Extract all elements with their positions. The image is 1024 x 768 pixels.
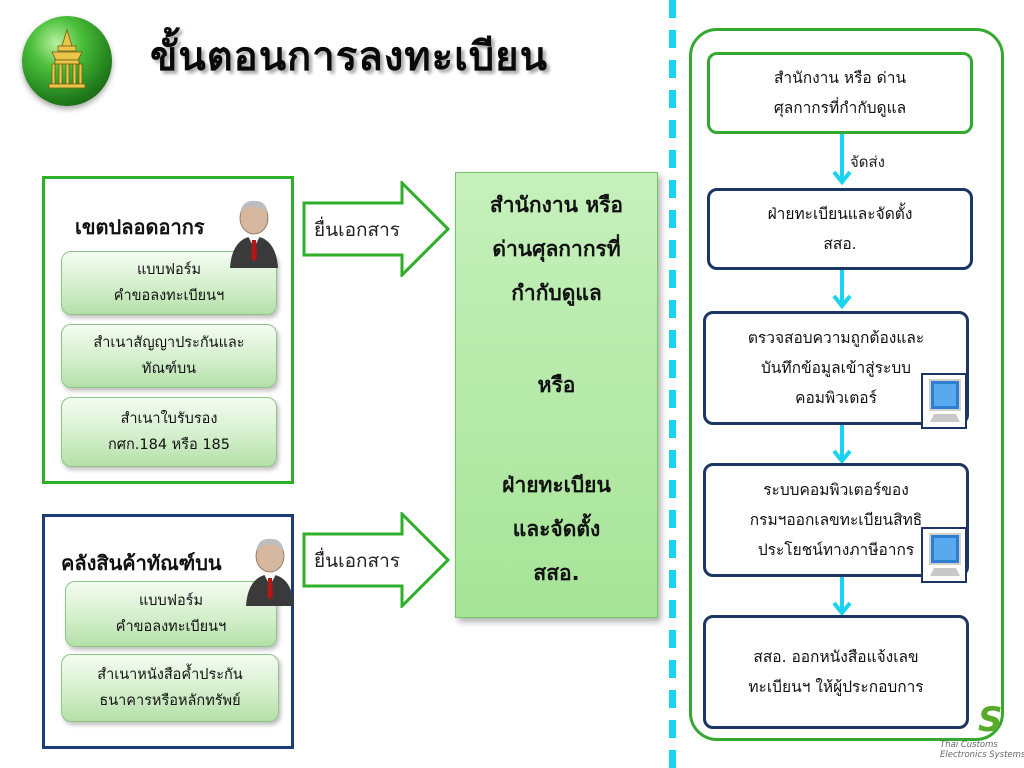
center-line: สสอ. (533, 561, 580, 585)
step-line: คอมพิวเตอร์ (795, 389, 877, 407)
doc-line: ทัณฑ์บน (141, 361, 197, 377)
submit-label: ยื่นเอกสาร (314, 219, 401, 241)
step-line: ศุลกากรที่กำกับดูแล (773, 99, 907, 117)
computer-monitor-icon (920, 372, 968, 430)
doc-line: แบบฟอร์ม (138, 593, 204, 609)
step-line: สำนักงาน หรือ ด่าน (773, 69, 907, 87)
step-line: ตรวจสอบความถูกต้องและ (747, 329, 925, 347)
page-title: ขั้นตอนการลงทะเบียน (150, 34, 548, 80)
doc-registration-form: แบบฟอร์ม คำขอลงทะเบียนฯ (61, 251, 277, 315)
center-line: และจัดตั้ง (512, 517, 601, 541)
down-arrow-icon (832, 425, 852, 465)
submit-arrow-lower: ยื่นเอกสาร (302, 512, 450, 608)
doc-line: คำขอลงทะเบียนฯ (115, 619, 227, 635)
submit-label: ยื่นเอกสาร (314, 550, 401, 572)
doc-line: คำขอลงทะเบียนฯ (113, 288, 225, 304)
step-line: บันทึกข้อมูลเข้าสู่ระบบ (760, 359, 912, 377)
center-line: หรือ (537, 373, 576, 397)
step-line: กรมฯออกเลขทะเบียนสิทธิ (749, 511, 923, 529)
step-line: ฝ่ายทะเบียนและจัดตั้ง (767, 205, 913, 223)
tcs-line: Electronics Systems (940, 750, 1024, 760)
doc-registration-form: แบบฟอร์ม คำขอลงทะเบียนฯ (65, 581, 277, 647)
doc-certificate-copy: สำเนาใบรับรอง กศก.184 หรือ 185 (61, 397, 277, 467)
doc-line: สำเนาหนังสือค้ำประกัน (97, 667, 243, 683)
doc-line: กศก.184 หรือ 185 (108, 437, 230, 453)
center-line: ด่านศุลกากรที่ (492, 237, 621, 261)
center-line: สำนักงาน หรือ (489, 193, 624, 217)
doc-line: แบบฟอร์ม (136, 262, 202, 278)
step-line: ประโยชน์ทางภาษีอากร (757, 541, 915, 559)
step-line: ทะเบียนฯ ให้ผู้ประกอบการ (748, 678, 924, 696)
step-line: สสอ. ออกหนังสือแจ้งเลข (753, 648, 919, 666)
doc-guarantee-contract: สำเนาสัญญาประกันและ ทัณฑ์บน (61, 324, 277, 388)
doc-line: ธนาคารหรือหลักทรัพย์ (99, 693, 241, 709)
businessman-icon (244, 536, 296, 606)
doc-bank-guarantee: สำเนาหนังสือค้ำประกัน ธนาคารหรือหลักทรัพ… (61, 654, 279, 722)
flow-step-notify-operator: สสอ. ออกหนังสือแจ้งเลข ทะเบียนฯ ให้ผู้ปร… (703, 615, 969, 729)
doc-line: สำเนาใบรับรอง (120, 411, 218, 427)
center-line: กำกับดูแล (511, 281, 602, 305)
businessman-icon (228, 198, 280, 268)
down-arrow-icon (832, 270, 852, 310)
tcs-line: Thai Customs (940, 740, 998, 750)
free-zone-heading: เขตปลอดอากร (75, 215, 205, 239)
down-arrow-icon (832, 134, 852, 186)
customs-office-box: สำนักงาน หรือ ด่านศุลกากรที่ กำกับดูแล ห… (455, 172, 658, 618)
flow-step-registration-section: ฝ่ายทะเบียนและจัดตั้ง สสอ. (707, 188, 973, 270)
down-arrow-icon (832, 577, 852, 617)
step-line: ระบบคอมพิวเตอร์ของ (763, 481, 909, 499)
step-line: สสอ. (823, 235, 857, 253)
tcs-logo-text: Thai Customs Electronics Systems (940, 740, 1024, 760)
bonded-warehouse-group: คลังสินค้าทัณฑ์บน แบบฟอร์ม คำขอลงทะเบียน… (42, 514, 294, 749)
customs-emblem-logo (22, 16, 112, 106)
temple-emblem-icon (48, 28, 86, 89)
doc-line: สำเนาสัญญาประกันและ (93, 335, 245, 351)
flow-step-customs-office: สำนักงาน หรือ ด่าน ศุลกากรที่กำกับดูแล (707, 52, 973, 134)
dashed-divider (669, 0, 676, 768)
dispatch-label: จัดส่ง (850, 153, 886, 171)
bonded-warehouse-heading: คลังสินค้าทัณฑ์บน (61, 551, 222, 575)
tcs-logo-mark: S (978, 700, 1003, 740)
submit-arrow-upper: ยื่นเอกสาร (302, 181, 450, 277)
computer-monitor-icon (920, 526, 968, 584)
center-line: ฝ่ายทะเบียน (502, 473, 611, 497)
